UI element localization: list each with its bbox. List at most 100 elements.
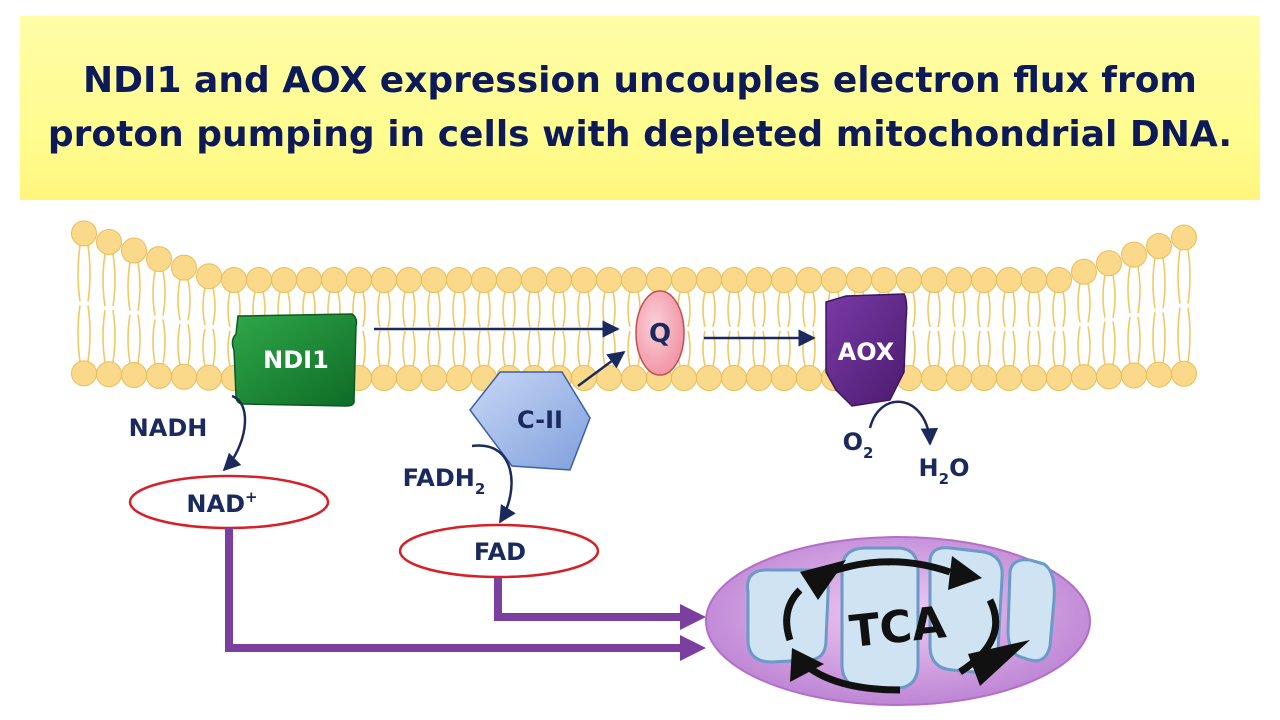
lipid-tail: [777, 330, 791, 367]
lipid-head: [896, 267, 922, 293]
lipid-head: [1046, 267, 1072, 293]
h2o-subscript: 2: [939, 470, 949, 488]
lipid-tail: [1177, 249, 1191, 304]
lipid-tail: [977, 291, 991, 328]
fad-to-tca-path: [494, 577, 682, 621]
lipid-head: [1071, 364, 1097, 391]
lipid-tail: [702, 291, 716, 328]
lipid-tail: [427, 330, 441, 367]
lipid-head: [421, 267, 447, 293]
lipid-head: [1146, 361, 1172, 388]
lipid-head: [471, 267, 497, 293]
lipid-head: [146, 362, 172, 389]
lipid-head: [746, 365, 772, 391]
lipid-tail: [752, 330, 766, 367]
lipid-head: [1121, 362, 1147, 389]
lipid-head: [371, 267, 397, 293]
lipid-tail: [1052, 291, 1066, 328]
lipid-head: [571, 365, 597, 391]
lipid-tail: [1102, 275, 1116, 318]
lipid-head: [721, 267, 747, 293]
slide-title: NDI1 and AOX expression uncouples electr…: [20, 16, 1260, 200]
ndi1-label: NDI1: [263, 346, 329, 374]
lipid-tail: [602, 291, 616, 328]
lipid-tail: [452, 291, 466, 328]
h2o-o-label: O: [949, 454, 969, 482]
lipid-tail: [127, 262, 141, 311]
lipid-tail: [452, 330, 466, 367]
lipid-tail: [1027, 330, 1041, 367]
lipid-tail: [1152, 257, 1166, 309]
lipid-head: [196, 364, 222, 391]
lipid-tail: [577, 330, 591, 367]
lipid-head: [546, 267, 572, 293]
lipid-head: [271, 267, 297, 293]
lipid-head: [671, 267, 697, 293]
lipid-head: [71, 220, 97, 247]
nad-to-tca-path: [225, 528, 682, 652]
lipid-tail: [577, 291, 591, 328]
lipid-head: [1121, 241, 1147, 268]
lipid-tail: [1077, 283, 1091, 323]
complex-ii-label: C-II: [517, 406, 563, 434]
lipid-head: [1021, 267, 1047, 293]
arrow-fadh2-to-fad: [471, 444, 516, 524]
complex-ii-protein: C-II: [469, 371, 591, 471]
lipid-head: [1071, 258, 1097, 285]
lipid-head: [1046, 365, 1072, 391]
lipid-tail: [1177, 307, 1191, 362]
lipid-tail: [377, 330, 391, 367]
lipid-tail: [77, 305, 91, 362]
lipid-tail: [1002, 291, 1016, 328]
lipid-head: [846, 267, 872, 293]
title-line-1: NDI1 and AOX expression uncouples electr…: [83, 60, 1197, 101]
lipid-tail: [502, 291, 516, 328]
lipid-tail: [402, 330, 416, 367]
nad-superscript: +: [245, 488, 258, 506]
lipid-head: [171, 254, 197, 281]
lipid-tail: [202, 328, 216, 366]
lipid-head: [696, 267, 722, 293]
lipid-tail: [1102, 321, 1116, 365]
lipid-head: [921, 365, 947, 391]
lipid-tail: [477, 330, 491, 367]
lipid-tail: [127, 314, 141, 364]
lipid-tail: [527, 291, 541, 328]
lipid-tail: [952, 291, 966, 328]
lipid-tail: [502, 330, 516, 367]
lipid-head: [1096, 363, 1122, 390]
lipid-tail: [177, 279, 191, 321]
nad-label: NAD: [186, 490, 245, 518]
nad-to-tca-arrowhead: [680, 635, 706, 661]
lipid-head: [996, 365, 1022, 391]
lipid-tail: [1077, 326, 1091, 366]
lipid-head: [246, 267, 272, 293]
lipid-tail: [102, 309, 116, 363]
nadh-label: NADH: [129, 414, 208, 442]
fad-to-tca-arrowhead: [680, 604, 706, 630]
lipid-head: [96, 361, 122, 388]
lipid-tail: [1052, 330, 1066, 367]
lipid-tail: [1152, 312, 1166, 363]
o2-label: O: [843, 428, 863, 456]
lipid-tail: [552, 291, 566, 328]
arrow-nadh-to-nad: [222, 394, 247, 472]
lipid-head: [446, 267, 472, 293]
lipid-tail: [777, 291, 791, 328]
lipid-head: [671, 365, 697, 391]
lipid-head: [746, 267, 772, 293]
lipid-head: [771, 365, 797, 391]
lipid-tail: [102, 253, 116, 307]
lipid-tail: [377, 291, 391, 328]
lipid-head: [346, 267, 372, 293]
lipid-tail: [427, 291, 441, 328]
lipid-tail: [802, 291, 816, 328]
lipid-head: [396, 365, 422, 391]
lipid-tail: [77, 245, 91, 302]
o2-subscript: 2: [863, 444, 873, 462]
lipid-tail: [927, 330, 941, 367]
lipid-head: [646, 267, 672, 293]
lipid-head: [121, 237, 147, 264]
lipid-head: [1171, 224, 1197, 251]
ubiquinone-q: Q: [635, 290, 685, 376]
